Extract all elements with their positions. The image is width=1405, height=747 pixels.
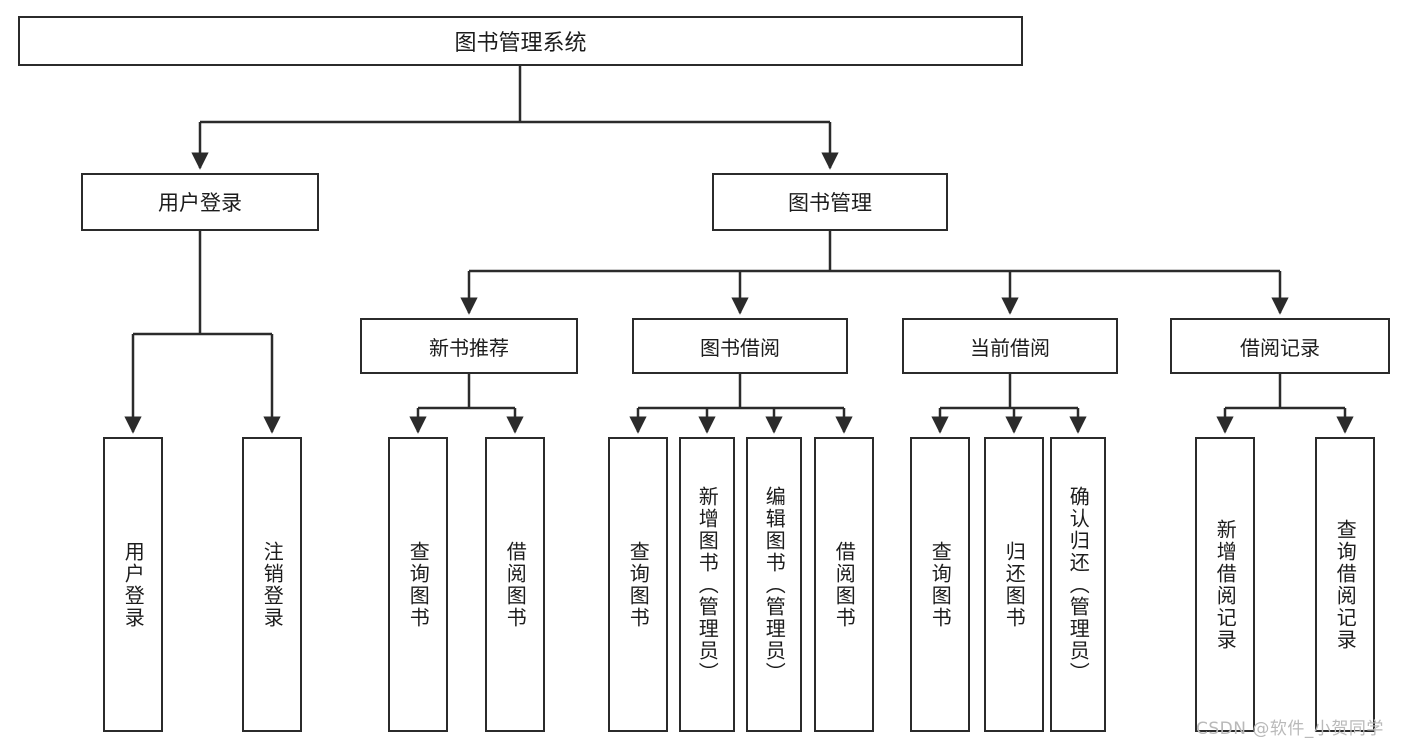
node-borrow-record-label: 借阅记录 — [1240, 335, 1320, 360]
leaf-query-book-rec[interactable]: 查询图书 — [388, 437, 448, 732]
leaf-borrow-book-rec-label: 借阅图书 — [503, 540, 528, 629]
leaf-edit-book-label: 编辑图书（管理员） — [762, 485, 787, 684]
node-new-book-rec-label: 新书推荐 — [429, 335, 509, 360]
node-current-borrow-label: 当前借阅 — [970, 335, 1050, 360]
leaf-confirm-return[interactable]: 确认归还（管理员） — [1050, 437, 1106, 732]
leaf-return-book-label: 归还图书 — [1002, 540, 1027, 629]
node-root[interactable]: 图书管理系统 — [18, 16, 1023, 66]
leaf-borrow-book-bor-label: 借阅图书 — [832, 540, 857, 629]
leaf-return-book[interactable]: 归还图书 — [984, 437, 1044, 732]
leaf-borrow-book-rec[interactable]: 借阅图书 — [485, 437, 545, 732]
node-book-borrow-label: 图书借阅 — [700, 335, 780, 360]
leaf-query-book-rec-label: 查询图书 — [406, 540, 431, 629]
leaf-logout[interactable]: 注销登录 — [242, 437, 302, 732]
leaf-add-record[interactable]: 新增借阅记录 — [1195, 437, 1255, 732]
leaf-edit-book[interactable]: 编辑图书（管理员） — [746, 437, 802, 732]
node-book-manage-label: 图书管理 — [788, 191, 872, 215]
leaf-borrow-book-bor[interactable]: 借阅图书 — [814, 437, 874, 732]
leaf-query-record-label: 查询借阅记录 — [1333, 518, 1358, 651]
leaf-query-book-cur-label: 查询图书 — [928, 540, 953, 629]
leaf-query-book-bor-label: 查询图书 — [626, 540, 651, 629]
leaf-add-book-label: 新增图书（管理员） — [695, 485, 720, 684]
leaf-user-login-label: 用户登录 — [121, 540, 146, 629]
leaf-add-record-label: 新增借阅记录 — [1213, 518, 1238, 651]
csdn-watermark: CSDN @软件_小贺同学 — [1196, 719, 1384, 739]
node-user-login-label: 用户登录 — [158, 191, 242, 215]
node-borrow-record[interactable]: 借阅记录 — [1170, 318, 1390, 374]
node-current-borrow[interactable]: 当前借阅 — [902, 318, 1118, 374]
node-root-label: 图书管理系统 — [454, 31, 587, 56]
leaf-query-book-cur[interactable]: 查询图书 — [910, 437, 970, 732]
leaf-confirm-return-label: 确认归还（管理员） — [1066, 485, 1091, 684]
leaf-add-book[interactable]: 新增图书（管理员） — [679, 437, 735, 732]
leaf-logout-label: 注销登录 — [260, 540, 285, 629]
node-book-borrow[interactable]: 图书借阅 — [632, 318, 848, 374]
node-book-manage[interactable]: 图书管理 — [712, 173, 948, 231]
leaf-query-record[interactable]: 查询借阅记录 — [1315, 437, 1375, 732]
leaf-user-login[interactable]: 用户登录 — [103, 437, 163, 732]
node-user-login[interactable]: 用户登录 — [81, 173, 319, 231]
leaf-query-book-bor[interactable]: 查询图书 — [608, 437, 668, 732]
node-new-book-rec[interactable]: 新书推荐 — [360, 318, 578, 374]
